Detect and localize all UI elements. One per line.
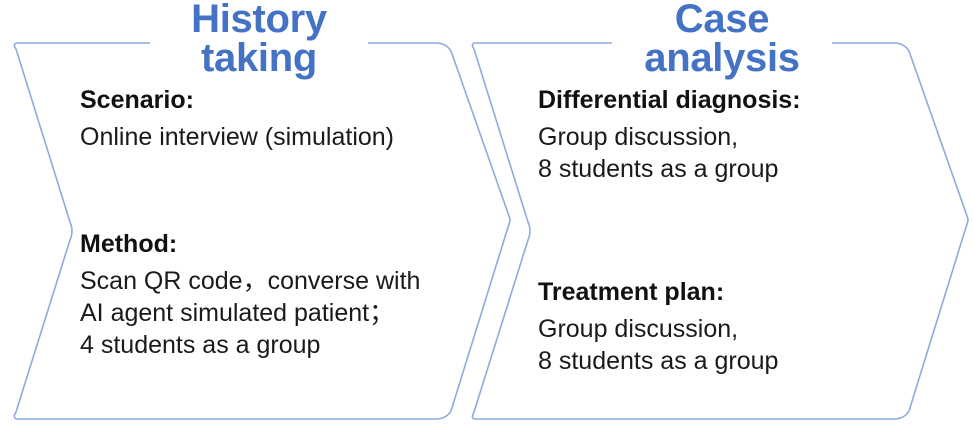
block-heading-scenario: Scenario: xyxy=(80,86,194,114)
block-line: AI agent simulated patient； xyxy=(80,299,395,327)
block-line: 4 students as a group xyxy=(80,331,321,359)
block-line: 8 students as a group xyxy=(538,155,779,183)
stage-title-history-taking: History taking xyxy=(150,0,368,78)
block-line: Online interview (simulation) xyxy=(80,123,395,151)
chevron-shape-history-taking[interactable] xyxy=(13,42,511,420)
block-differential-diagnosis: Differential diagnosis: Group discussion… xyxy=(538,88,918,185)
block-line: 8 students as a group xyxy=(538,347,779,375)
block-scenario: Scenario: Online interview (simulation) xyxy=(80,88,470,153)
block-treatment-plan: Treatment plan: Group discussion, 8 stud… xyxy=(538,280,918,377)
block-method: Method: Scan QR code，converse with AI ag… xyxy=(80,232,480,361)
block-line: Group discussion, xyxy=(538,315,739,343)
block-heading-differential-diagnosis: Differential diagnosis: xyxy=(538,86,801,114)
chevron-shape-case-analysis[interactable] xyxy=(471,42,969,420)
stage-title-case-analysis: Case analysis xyxy=(612,0,832,78)
block-heading-treatment-plan: Treatment plan: xyxy=(538,278,725,306)
block-line: Group discussion, xyxy=(538,123,739,151)
block-heading-method: Method: xyxy=(80,230,178,258)
block-line: Scan QR code，converse with xyxy=(80,267,421,295)
